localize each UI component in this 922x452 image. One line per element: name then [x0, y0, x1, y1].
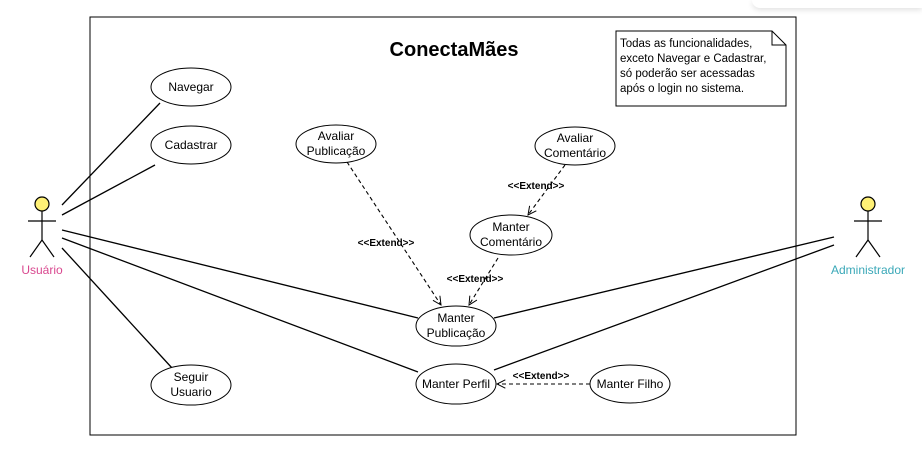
window-edge-shadow [752, 0, 922, 8]
associations-administrador [493, 236, 835, 371]
note-line: Todas as funcionalidades, [620, 38, 752, 50]
extend-label: <<Extend>> [508, 181, 565, 192]
use-case-label: Comentário [480, 235, 542, 249]
use-case-label: Cadastrar [165, 138, 218, 152]
use-case-seguir-usuario[interactable]: Seguir Usuario [150, 364, 232, 406]
use-case-label: Seguir [174, 370, 209, 384]
actor-label: Usuário [21, 263, 63, 277]
use-case-label: Usuario [170, 385, 212, 399]
use-case-label: Manter [437, 311, 474, 325]
note: Todas as funcionalidades, exceto Navegar… [615, 30, 787, 107]
use-case-label: Avaliar [318, 129, 354, 143]
extend-relations [346, 161, 590, 384]
actor-administrador[interactable]: Administrador [831, 196, 905, 277]
use-case-label: Navegar [168, 80, 213, 94]
associations-usuario [61, 102, 419, 373]
use-case-manter-perfil[interactable]: Manter Perfil [415, 363, 497, 405]
note-line: após o login no sistema. [620, 83, 744, 95]
actor-label: Administrador [831, 263, 905, 277]
extend-label: <<Extend>> [447, 274, 504, 285]
use-case-label: Comentário [544, 146, 606, 160]
use-case-label: Manter Perfil [422, 377, 490, 391]
system-title: ConectaMães [390, 39, 519, 61]
use-case-cadastrar[interactable]: Cadastrar [150, 125, 232, 165]
use-case-avaliar-publicacao[interactable]: Avaliar Publicação [295, 124, 377, 164]
actor-usuario[interactable]: Usuário [21, 196, 63, 277]
use-case-label: Manter [492, 220, 529, 234]
use-case-navegar[interactable]: Navegar [150, 67, 232, 107]
extend-label: <<Extend>> [513, 371, 570, 382]
use-case-manter-filho[interactable]: Manter Filho [589, 364, 671, 404]
use-case-label: Publicação [307, 144, 366, 158]
note-line: só poderão ser acessadas [620, 68, 755, 80]
use-case-label: Publicação [427, 326, 486, 340]
stick-figure-icon [854, 196, 882, 258]
use-case-avaliar-comentario[interactable]: Avaliar Comentário [534, 126, 616, 166]
use-case-label: Manter Filho [597, 377, 664, 391]
use-case-manter-publicacao[interactable]: Manter Publicação [415, 305, 497, 347]
extend-label: <<Extend>> [358, 238, 415, 249]
note-line: exceto Navegar e Cadastrar, [620, 53, 766, 65]
use-case-label: Avaliar [557, 131, 593, 145]
stick-figure-icon [28, 196, 56, 258]
use-case-manter-comentario[interactable]: Manter Comentário [469, 214, 553, 256]
